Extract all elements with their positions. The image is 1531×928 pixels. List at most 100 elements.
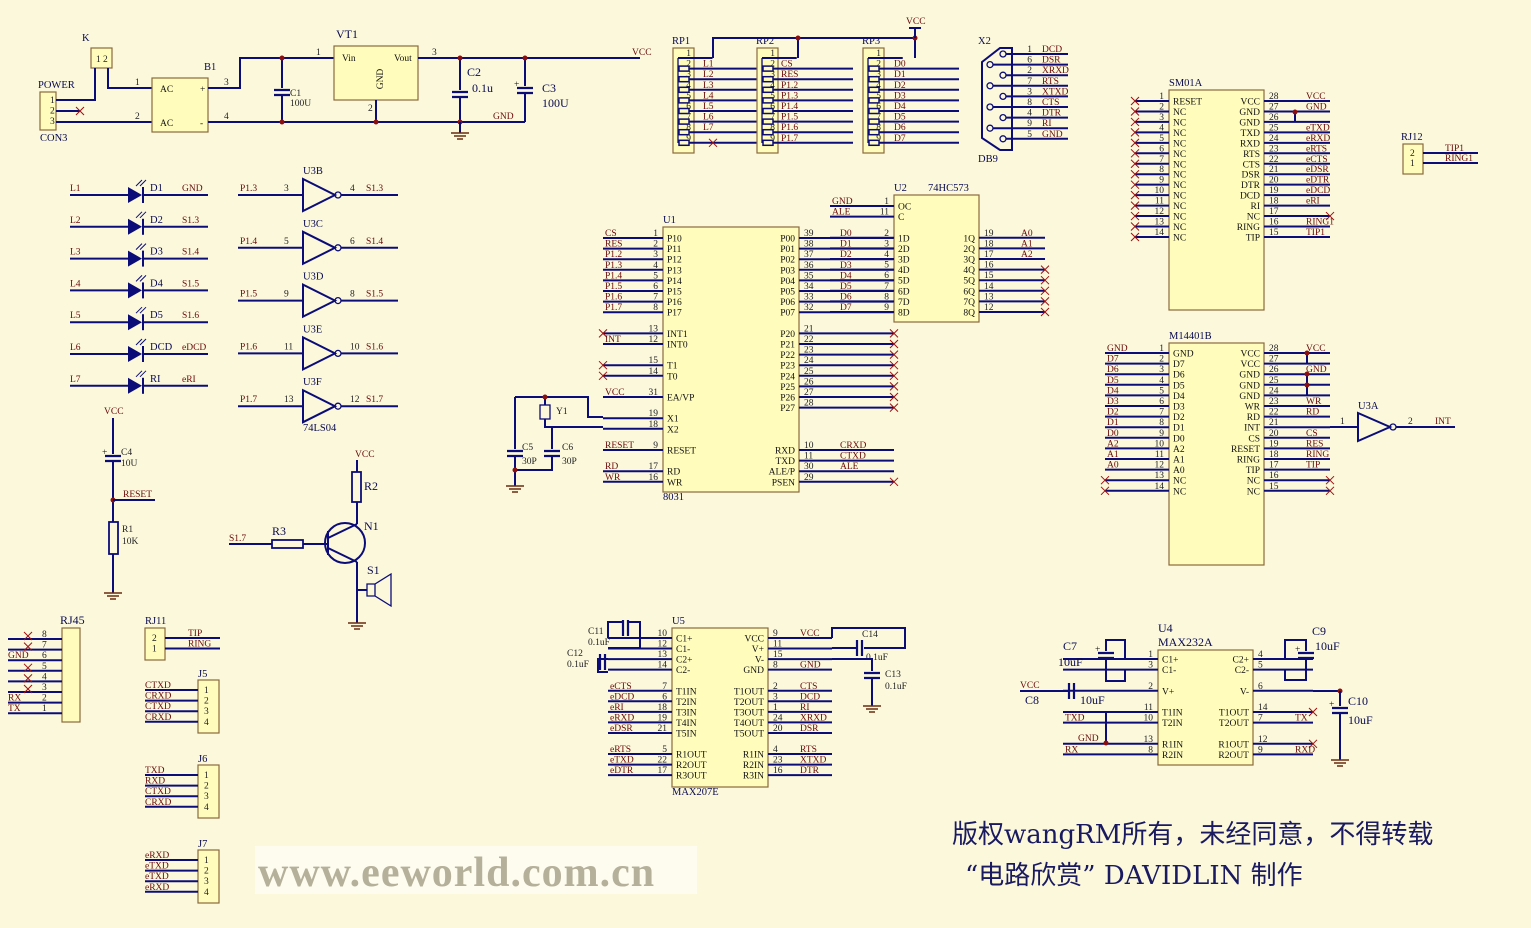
pin-number: 3 <box>773 692 778 702</box>
net-label: eRXD <box>145 851 169 861</box>
net-label: GND <box>1306 102 1327 112</box>
pin-name: DSR <box>1242 171 1261 181</box>
pin-number: 37 <box>804 250 814 260</box>
pin-number: 30 <box>804 462 814 472</box>
pin-number: 7 <box>1159 155 1164 165</box>
pin-name: C <box>898 213 904 223</box>
pin-number: 13 <box>284 395 294 405</box>
connector-part: DB9 <box>978 154 998 165</box>
pin-number: 21 <box>658 724 668 734</box>
net-label: eRXD <box>1306 134 1330 144</box>
no-connect-icon <box>889 392 899 402</box>
pin-number: 6 <box>884 271 889 281</box>
pin-name: R1OUT <box>676 751 707 761</box>
pin-name: 6Q <box>963 287 975 297</box>
regulator-label: VT1 <box>336 27 358 41</box>
net-label: D6 <box>840 293 852 303</box>
pin-number: 15 <box>649 356 659 366</box>
pin-number: 10 <box>658 629 668 639</box>
wire <box>544 419 603 428</box>
net-label: DSR <box>1042 56 1061 66</box>
pin-number: 31 <box>649 388 659 398</box>
inverter-reference: U3B <box>303 166 323 177</box>
pin-number: 9 <box>1258 745 1263 755</box>
resistor-label: R2 <box>364 479 378 493</box>
net-label: D6 <box>894 123 906 133</box>
net-label: eDTR <box>1306 176 1330 186</box>
net-label: D2 <box>840 250 852 260</box>
net-label: eRI <box>1306 197 1320 207</box>
no-connect-icon <box>1130 169 1140 179</box>
light-arrows-icon <box>135 243 147 250</box>
pin-name: R2OUT <box>1218 751 1249 761</box>
db9-shell-icon <box>981 47 1013 151</box>
net-label: CTS <box>1042 98 1059 108</box>
net-label: RTS <box>1042 77 1059 87</box>
pin-number: 16 <box>984 261 994 271</box>
pin-number: 34 <box>804 282 814 292</box>
pin-name: D2 <box>1173 413 1185 423</box>
pin-name: T2IN <box>1162 719 1183 729</box>
pin-number: 9 <box>770 134 775 144</box>
pin-number: 5 <box>686 91 691 101</box>
net-label: P1.4 <box>605 271 622 281</box>
no-connect-icon <box>1100 475 1110 485</box>
net-label: P1.6 <box>605 293 622 303</box>
capacitor-value: 0.1uF <box>588 638 610 648</box>
pin-name: 8D <box>898 309 910 319</box>
net-label: CRXD <box>145 713 172 723</box>
pin-name: ALE/P <box>769 468 795 478</box>
net-label: D3 <box>894 91 906 101</box>
pin-name: NC <box>1247 487 1260 497</box>
net-label: P1.4 <box>240 237 257 247</box>
pin-name: V- <box>755 656 764 666</box>
pin-number: 1 <box>773 703 778 713</box>
pin-name: 5Q <box>963 277 975 287</box>
pin-number: 10 <box>1144 714 1154 724</box>
connector-title: POWER <box>38 80 75 91</box>
pin-number: 28 <box>804 399 814 409</box>
pin-name: PSEN <box>772 478 795 488</box>
pin-name: INT1 <box>667 330 688 340</box>
pin-number: 10 <box>1155 439 1165 449</box>
pin-name: C1- <box>1162 666 1176 676</box>
pin-number: 4 <box>1027 109 1032 119</box>
net-label: eCTS <box>1306 155 1328 165</box>
connector-reference: CON3 <box>40 133 67 144</box>
pin-number: 7 <box>770 113 775 123</box>
capacitor-label: C9 <box>1312 624 1326 638</box>
net-label: D0 <box>840 229 852 239</box>
net-label: D1 <box>840 240 852 250</box>
pin-name: GND <box>1239 392 1260 402</box>
net-label: L4 <box>703 91 714 101</box>
net-label: CRXD <box>840 441 867 451</box>
net-label: D2 <box>1107 408 1119 418</box>
pin-number: 6 <box>662 692 667 702</box>
pin-number: 20 <box>1269 176 1279 186</box>
pin-name: A2 <box>1173 445 1185 455</box>
light-arrows-icon <box>135 306 147 314</box>
net-label: L3 <box>70 248 81 258</box>
pin-number: 3 <box>876 70 881 80</box>
net-label: P1.3 <box>781 91 798 101</box>
pin-name: TXD <box>1240 129 1260 139</box>
pin-name: P21 <box>780 341 795 351</box>
inverter-icon <box>302 230 338 266</box>
net-label: S1.6 <box>366 342 383 352</box>
pin-number: 3 <box>1159 365 1164 375</box>
net-label: RD <box>1306 408 1319 418</box>
rj12-connector <box>1402 143 1424 175</box>
pin-number: 12 <box>984 303 994 313</box>
net-label: S1.7 <box>229 534 246 544</box>
net-label: RESET <box>123 490 152 500</box>
pin-number: 5 <box>284 237 289 247</box>
junction-dot <box>1292 109 1298 115</box>
pin-name: C2+ <box>1233 656 1249 666</box>
wire <box>712 37 916 58</box>
pin-number: 6 <box>1159 144 1164 154</box>
pin-name: INT0 <box>667 341 688 351</box>
pin-name: NC <box>1247 213 1260 223</box>
pin-number: 1 <box>653 229 658 239</box>
no-connect-icon <box>1040 307 1050 317</box>
